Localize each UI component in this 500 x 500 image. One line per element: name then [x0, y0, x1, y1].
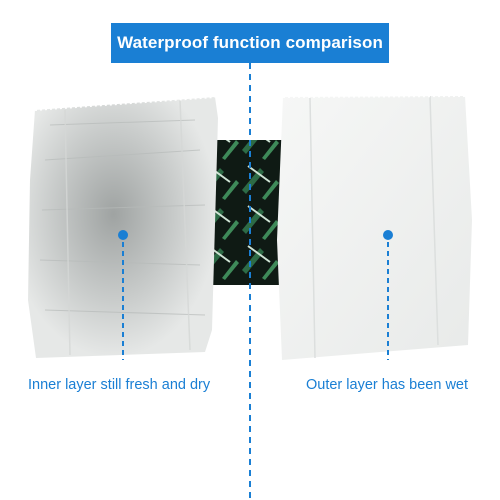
inner-layer-caption: Inner layer still fresh and dry	[28, 377, 211, 393]
wet-tissue	[28, 96, 218, 358]
outer-layer-caption: Outer layer has been wet	[306, 377, 469, 393]
dry-tissue	[277, 95, 472, 360]
outer-layer-marker	[383, 230, 393, 360]
inner-layer-marker	[118, 230, 128, 360]
title-banner: Waterproof function comparison	[111, 23, 389, 63]
